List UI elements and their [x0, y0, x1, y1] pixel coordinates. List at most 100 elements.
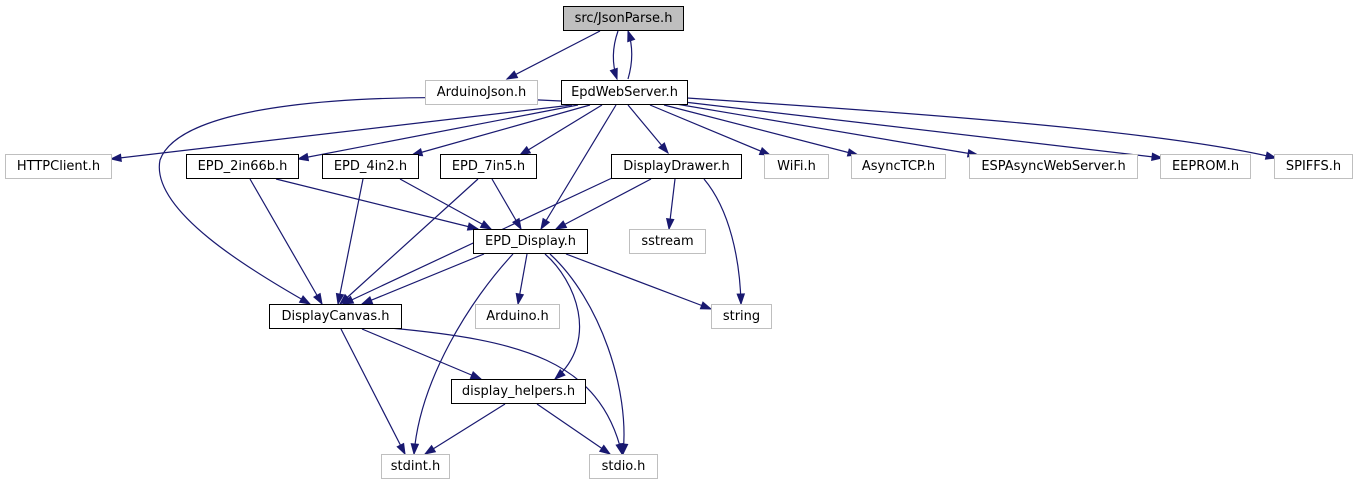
arrowhead: [505, 70, 519, 80]
node-label: EEPROM.h: [1172, 159, 1239, 174]
arrowhead: [598, 444, 612, 455]
node-box: [711, 304, 772, 329]
node-arduino: Arduino.h: [475, 304, 560, 329]
edge-displaydrawer-to-sstream: [665, 178, 676, 231]
node-box: [269, 304, 402, 329]
node-label: Arduino.h: [486, 309, 548, 324]
edge-epddisplay-to-arduino: [515, 253, 528, 306]
node-displaycanvas[interactable]: DisplayCanvas.h: [269, 304, 402, 329]
edge-epd4in2-to-displaycanvas: [335, 178, 364, 306]
edge-line: [389, 327, 623, 455]
arrowhead: [396, 442, 406, 456]
edge-epdwebserver-to-displaycanvas: [158, 97, 562, 305]
edge-line: [519, 104, 603, 156]
arrowhead: [109, 153, 122, 163]
edge-displaycanvas-to-stdint: [340, 328, 406, 456]
edge-epd2in66b-to-epddisplay: [275, 178, 480, 231]
arrowhead: [518, 145, 532, 156]
node-box: [451, 379, 586, 404]
node-box: [764, 154, 829, 179]
arrowhead: [341, 295, 355, 305]
edge-epddisplay-to-displaycanvas: [360, 253, 485, 305]
node-label: display_helpers.h: [462, 384, 575, 399]
edge-epdwebserver-to-wifi: [649, 104, 772, 156]
arrowhead: [699, 301, 713, 310]
edge-line: [686, 97, 1277, 159]
arrowhead: [540, 217, 551, 231]
node-label: ESPAsyncWebServer.h: [981, 159, 1125, 174]
edge-line: [158, 97, 562, 305]
arrowhead: [423, 444, 437, 455]
node-stdio: stdio.h: [589, 454, 658, 479]
node-epddisplay[interactable]: EPD_Display.h: [473, 229, 588, 254]
edge-line: [540, 104, 617, 230]
node-box: [186, 154, 299, 179]
edge-epdwebserver-to-eeprom: [683, 101, 1164, 162]
node-epd4in2[interactable]: EPD_4in2.h: [322, 154, 419, 179]
node-stdint: stdint.h: [381, 454, 450, 479]
edge-line: [683, 101, 1163, 159]
edge-epdwebserver-to-spiffs: [686, 97, 1278, 160]
arrowhead: [360, 296, 374, 305]
arrowhead: [1151, 152, 1164, 162]
edge-epdwebserver-to-espasyncwebserver: [675, 103, 980, 158]
arrowhead: [657, 142, 669, 155]
edge-line: [649, 104, 771, 156]
node-wifi: WiFi.h: [764, 154, 829, 179]
node-box: [1160, 154, 1251, 179]
node-box: [425, 80, 538, 105]
arrowhead: [665, 218, 675, 231]
edge-jsonparse-to-epdwebserver: [609, 30, 619, 81]
edge-line: [555, 178, 652, 230]
arrowhead: [554, 220, 568, 230]
node-label: ArduinoJson.h: [437, 85, 526, 100]
node-displaydrawer[interactable]: DisplayDrawer.h: [611, 154, 742, 179]
node-box: [5, 154, 112, 179]
node-label: EPD_7in5.h: [452, 159, 525, 174]
arrowhead: [736, 293, 746, 306]
node-label: EPD_4in2.h: [334, 159, 407, 174]
edge-epdwebserver-to-displaydrawer: [627, 104, 669, 155]
arrowhead: [335, 292, 345, 306]
node-label: string: [723, 309, 760, 324]
arrowhead: [515, 292, 525, 306]
node-box: [563, 6, 684, 31]
edge-epddisplay-to-displayhelpers: [544, 253, 581, 380]
node-label: DisplayDrawer.h: [623, 159, 729, 174]
edge-epdwebserver-to-epddisplay: [540, 104, 617, 231]
node-box: [381, 454, 450, 479]
node-epd7in5[interactable]: EPD_7in5.h: [440, 154, 537, 179]
edge-displaycanvas-to-displayhelpers: [361, 328, 483, 380]
edge-epd4in2-to-epddisplay: [399, 178, 493, 230]
node-epd2in66b[interactable]: EPD_2in66b.h: [186, 154, 299, 179]
edge-line: [361, 328, 482, 380]
arrowhead: [466, 222, 480, 231]
edge-line: [703, 178, 742, 305]
edge-line: [675, 103, 979, 156]
node-label: DisplayCanvas.h: [281, 309, 389, 324]
node-box: [969, 154, 1138, 179]
edge-line: [275, 178, 479, 230]
node-label: SPIFFS.h: [1286, 159, 1341, 174]
edge-displayhelpers-to-stdint: [423, 403, 506, 455]
edge-epd2in66b-to-displaycanvas: [249, 178, 323, 306]
edge-displaydrawer-to-epddisplay: [554, 178, 652, 230]
edge-epddisplay-to-string: [565, 253, 713, 310]
node-box: [473, 229, 588, 254]
edge-line: [549, 253, 625, 455]
node-box: [629, 229, 706, 254]
node-displayhelpers[interactable]: display_helpers.h: [451, 379, 586, 404]
edge-line: [536, 403, 611, 455]
arrowhead: [313, 292, 323, 306]
node-label: stdio.h: [602, 459, 646, 474]
arrowhead: [410, 443, 420, 456]
node-httpclient: HTTPClient.h: [5, 154, 112, 179]
node-epdwebserver[interactable]: EpdWebServer.h: [561, 80, 688, 105]
node-label: WiFi.h: [777, 159, 816, 174]
arrowhead: [615, 442, 624, 456]
node-box: [561, 80, 688, 105]
edge-line: [339, 178, 479, 305]
edge-displaycanvas-to-stdio: [389, 327, 624, 456]
edge-line: [361, 253, 485, 305]
